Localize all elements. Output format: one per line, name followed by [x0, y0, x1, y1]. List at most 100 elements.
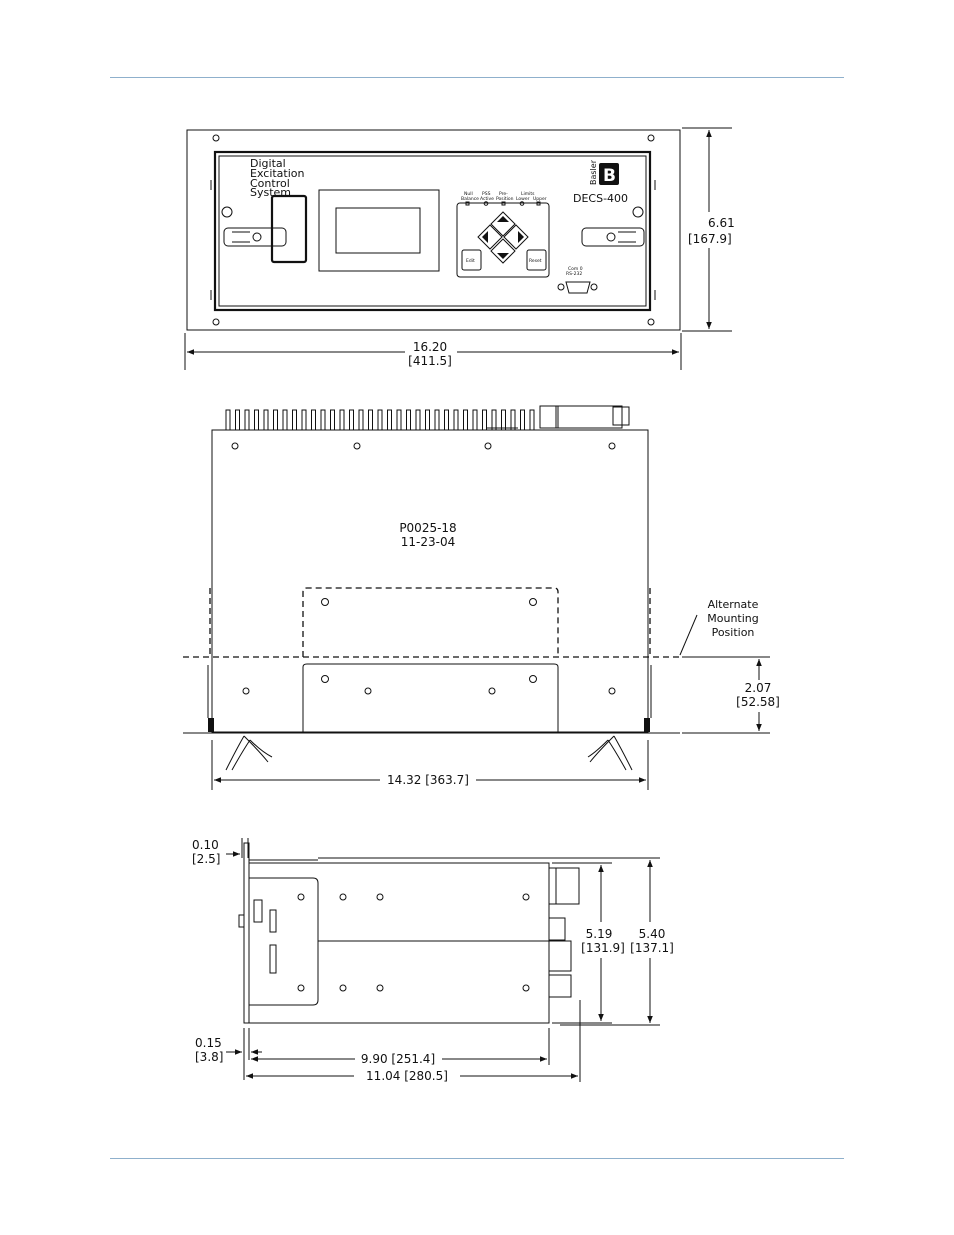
terminal-pin [396, 409, 402, 431]
terminal-pin [339, 409, 345, 431]
system-name-line-3: Control [250, 177, 290, 190]
front-height-dim: 6.61 [708, 216, 735, 230]
right-handle [581, 206, 645, 247]
plate-screw-holes [212, 134, 655, 326]
terminal-pin [520, 409, 525, 431]
com-port-connector [557, 281, 598, 294]
led-label-3b: Position [496, 196, 514, 202]
left-clip [225, 735, 273, 771]
right-arrow-key [503, 224, 529, 250]
part-number: P0025-18 [399, 521, 456, 535]
terminal-pin [434, 409, 440, 431]
led-label-4a: Limits [521, 191, 535, 197]
footer-rule [110, 1158, 844, 1159]
terminal-pin [444, 409, 449, 431]
terminal-pin [453, 409, 459, 431]
terminal-pin [482, 409, 487, 431]
terminal-pin [282, 409, 288, 431]
front-width-dim-metric: [411.5] [408, 354, 452, 368]
overall-height-dim: 5.40 [639, 927, 666, 941]
terminal-pin [263, 409, 269, 431]
top-view: P0025-18 11-23-04 Alternate Mounting Pos… [183, 405, 780, 790]
drawing-date: 11-23-04 [401, 535, 455, 549]
terminal-pin [349, 409, 354, 431]
led-label-2b: Active [480, 196, 494, 202]
basler-logo: Basler B [589, 159, 619, 186]
overall-height-dim-metric: [137.1] [630, 941, 674, 955]
terminal-pin [368, 409, 373, 431]
led-label-5b: Upper [533, 196, 547, 202]
terminal-pin [235, 409, 240, 431]
terminal-pin [320, 409, 326, 431]
led-label-1a: Null [464, 191, 473, 197]
terminal-pin [301, 409, 307, 431]
down-arrow-key [490, 238, 516, 264]
front-width-dim: 16.20 [413, 340, 447, 354]
led-label-3a: Pre- [499, 191, 508, 197]
terminal-pin [292, 409, 297, 431]
com-port-label-2: RS-232 [566, 271, 582, 277]
terminal-pin [501, 409, 506, 431]
terminal-pin [311, 409, 316, 431]
terminal-pin [330, 409, 335, 431]
display-frame [318, 189, 440, 272]
keypad: Edit Reset [456, 202, 550, 278]
terminal-pin [377, 409, 383, 431]
terminal-pin [358, 409, 364, 431]
chassis-top-outline [211, 429, 649, 733]
front-view: Digital Excitation Control System Edit R… [184, 127, 735, 370]
terminal-pin [529, 409, 535, 431]
led-label-2a: PSS [482, 191, 491, 197]
left-handle [221, 194, 308, 264]
terminal-pin [406, 409, 411, 431]
panel-thickness-dim-metric: [2.5] [192, 852, 220, 866]
flange-dim-metric: [3.8] [195, 1050, 223, 1064]
brand-name: Basler [589, 159, 598, 185]
front-height-dim-metric: [167.9] [688, 232, 732, 246]
panel-bezel [213, 150, 652, 312]
terminal-pin [415, 409, 421, 431]
terminal-pin [254, 409, 259, 431]
panel-thickness-dim: 0.10 [192, 838, 219, 852]
terminal-pin [510, 409, 516, 431]
edit-key [461, 249, 482, 271]
led-label-4b: Lower [516, 196, 530, 202]
top-width-dim: 14.32 [363.7] [387, 773, 469, 787]
up-arrow-key [490, 211, 516, 237]
side-bracket [249, 877, 319, 1006]
terminal-pin [387, 409, 392, 431]
alternate-label-1: Alternate [708, 598, 759, 611]
system-name-line-1: Digital [250, 157, 286, 170]
top-depth-dim: 2.07 [745, 681, 772, 695]
terminal-pin [491, 409, 497, 431]
reset-key-label: Reset [529, 258, 542, 264]
rear-connector-1 [548, 867, 580, 905]
terminal-pin [244, 409, 250, 431]
body-depth-dim: 9.90 [251.4] [361, 1052, 435, 1066]
terminal-pin [472, 409, 478, 431]
rear-connector-3 [548, 974, 572, 998]
overall-depth-dim: 11.04 [280.5] [366, 1069, 448, 1083]
chassis-screws [231, 442, 616, 695]
right-clip [587, 735, 633, 771]
terminal-pin [425, 409, 430, 431]
led-indicators: Null Balance PSS Active Pre- Position Li… [461, 191, 547, 206]
mounting-plate-outline [186, 129, 681, 331]
chassis-height-dim: 5.19 [586, 927, 613, 941]
chassis-height-dim-metric: [131.9] [581, 941, 625, 955]
chassis-body [248, 862, 550, 1024]
terminal-pin [225, 409, 231, 431]
flange-dim: 0.15 [195, 1036, 222, 1050]
alternate-label-3: Position [712, 626, 755, 639]
rear-connector-2 [548, 940, 572, 972]
edit-key-label: Edit [466, 258, 475, 264]
mounting-bracket [302, 663, 559, 732]
terminal-strip [225, 409, 535, 431]
model-name: DECS-400 [573, 192, 628, 205]
alternate-bracket-dashed [302, 587, 559, 657]
top-depth-dim-metric: [52.58] [736, 695, 780, 709]
terminal-pin [273, 409, 278, 431]
system-name-line-2: Excitation [250, 167, 305, 180]
reset-key [526, 249, 547, 271]
